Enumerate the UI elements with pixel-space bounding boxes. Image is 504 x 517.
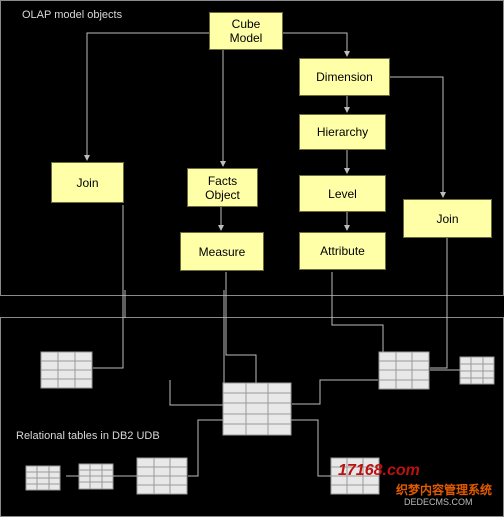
facts-object-node: Facts Object	[187, 168, 258, 207]
measure-node: Measure	[180, 232, 264, 271]
level-node: Level	[299, 175, 386, 212]
hierarchy-node: Hierarchy	[299, 114, 386, 150]
table-icon-bottom-c	[136, 457, 188, 495]
join-node-right: Join	[403, 199, 492, 238]
olap-section-label: OLAP model objects	[22, 9, 123, 21]
dimension-node: Dimension	[299, 58, 390, 96]
table-icon-right-2	[459, 356, 495, 385]
table-icon-center	[222, 382, 292, 436]
watermark-logo: 17168.com	[338, 462, 420, 479]
join-node-left: Join	[51, 162, 124, 203]
table-icon-bottom-d	[330, 457, 380, 495]
cube-model-node: Cube Model	[209, 12, 283, 50]
table-icon-right-1	[378, 351, 430, 390]
table-icon-bottom-a	[25, 465, 61, 491]
watermark-cn-text: 织梦内容管理系统	[396, 483, 493, 497]
attribute-node: Attribute	[299, 232, 386, 270]
watermark-site: DEDECMS.COM	[404, 497, 473, 507]
relational-section-label: Relational tables in DB2 UDB	[16, 430, 160, 442]
table-icon-left	[40, 351, 93, 389]
table-icon-bottom-b	[78, 463, 114, 490]
